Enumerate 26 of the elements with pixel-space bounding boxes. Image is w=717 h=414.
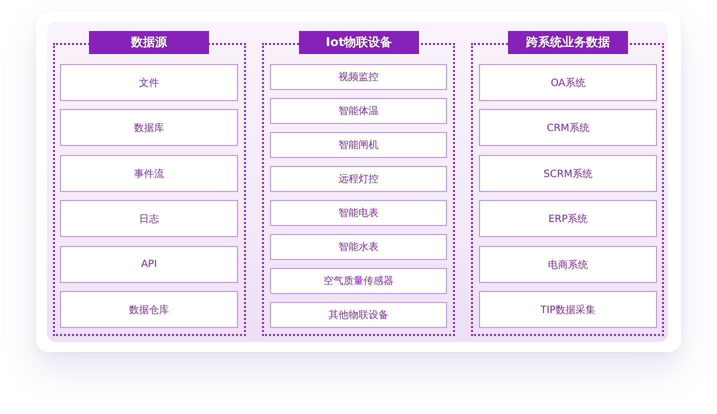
item-box: 数据仓库 [60, 291, 238, 328]
column-heading: Iot物联设备 [299, 31, 419, 54]
item-box: 数据库 [60, 109, 238, 146]
item-box: CRM系统 [479, 109, 657, 146]
item-box: 文件 [60, 64, 238, 101]
item-box: 事件流 [60, 155, 238, 192]
item-box: OA系统 [479, 64, 657, 101]
item-box: 智能电表 [270, 200, 447, 226]
item-box: TIP数据采集 [479, 291, 657, 328]
item-box: 智能水表 [270, 234, 447, 260]
item-box: 空气质量传感器 [270, 268, 447, 294]
column-heading: 跨系统业务数据 [508, 31, 628, 54]
dotted-group-frame [53, 31, 246, 336]
item-box: API [60, 246, 238, 283]
item-box: 其他物联设备 [270, 302, 447, 328]
dotted-group-frame [471, 31, 664, 336]
item-box: 日志 [60, 200, 238, 237]
item-box: ERP系统 [479, 200, 657, 237]
item-box: 智能闸机 [270, 132, 447, 158]
item-box: 远程灯控 [270, 166, 447, 192]
column-heading: 数据源 [89, 31, 209, 54]
dotted-group-frame [262, 31, 455, 336]
item-box: 智能体温 [270, 98, 447, 124]
item-box: SCRM系统 [479, 155, 657, 192]
item-box: 视频监控 [270, 64, 447, 90]
item-box: 电商系统 [479, 246, 657, 283]
